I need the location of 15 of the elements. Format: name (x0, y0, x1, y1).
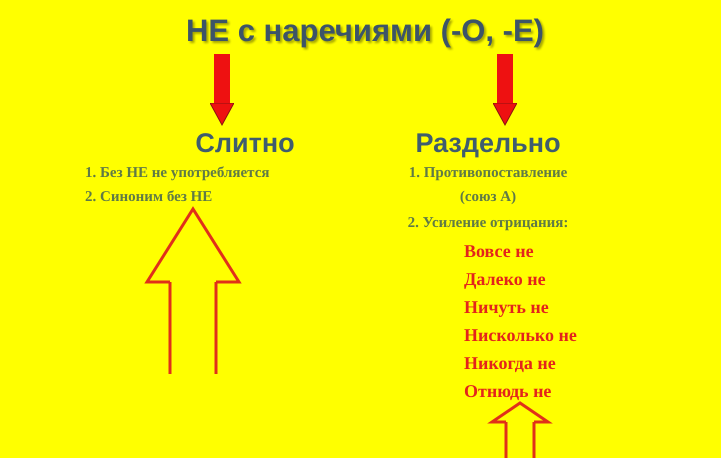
list-item: 1. Без НЕ не употребляется (84, 164, 270, 183)
arrow (210, 54, 234, 126)
example-word: Никогда не (463, 352, 557, 375)
list-item: 2. Синоним без НЕ (84, 188, 214, 207)
title: НЕ с наречиями (-О, -Е) (185, 12, 545, 50)
example-word: Далеко не (463, 268, 547, 291)
list-item: 1. Противопоставление (союз А) (408, 164, 568, 207)
column-heading: Слитно (194, 127, 296, 160)
list-item: 2. Усиление отрицания: (406, 214, 570, 233)
example-word: Нисколько не (463, 324, 578, 347)
arrow (492, 54, 518, 126)
example-word: Вовсе не (463, 240, 535, 263)
example-word: Ничуть не (463, 296, 550, 319)
example-word: Отнюдь не (463, 380, 552, 403)
column-heading: Раздельно (414, 127, 562, 160)
